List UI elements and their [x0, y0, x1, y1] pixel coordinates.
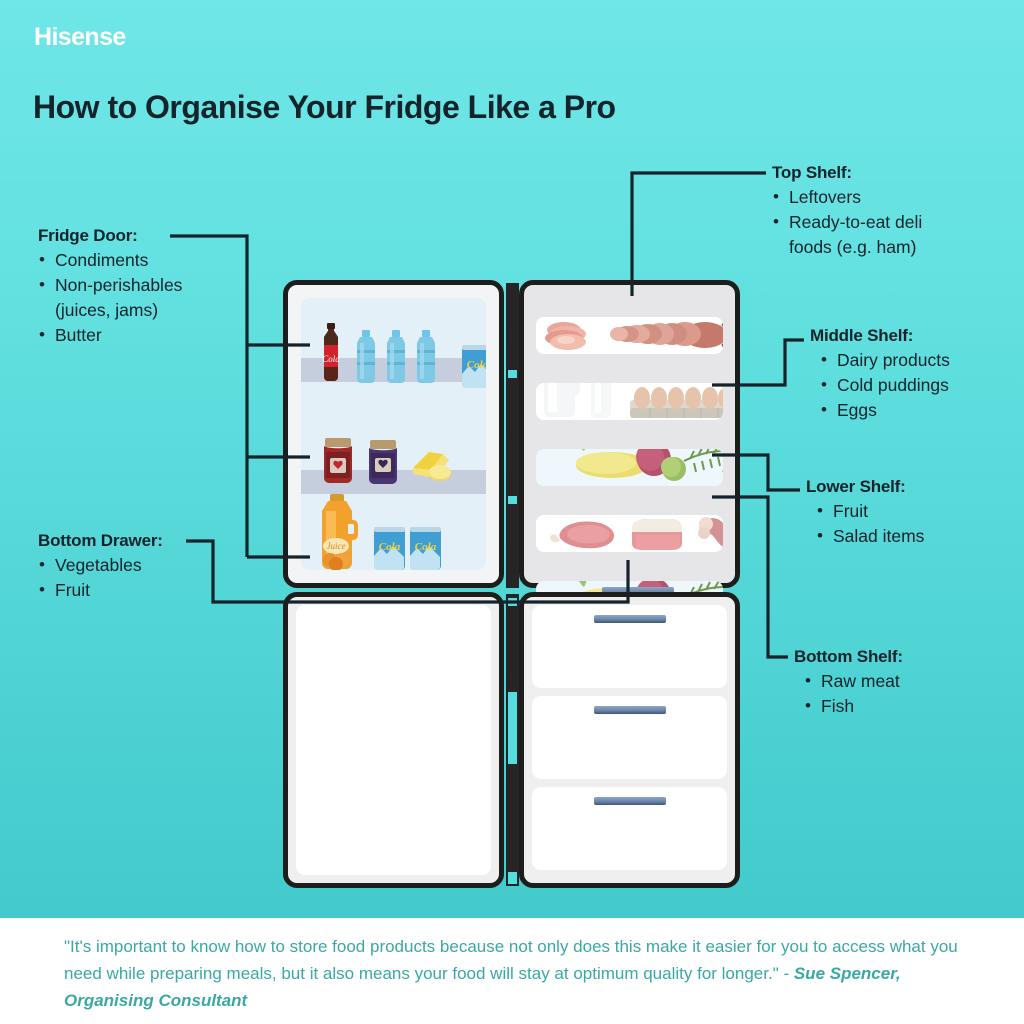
- freezer-drawer-stack: [519, 592, 740, 888]
- cola-can-icon: Cola: [462, 345, 486, 388]
- annotation-middle-shelf-heading: Middle Shelf:: [810, 326, 914, 345]
- water-bottle-icon: [417, 330, 435, 383]
- annotation-bottom-drawer: Bottom Drawer: Vegetables Fruit: [38, 531, 163, 603]
- footer-quote: "It's important to know how to store foo…: [64, 933, 976, 1014]
- annotation-lower-shelf: Lower Shelf: Fruit Salad items: [806, 477, 924, 549]
- jam-jar-red-icon: [324, 438, 352, 483]
- juice-bottle-icon: Juice: [322, 494, 358, 570]
- list-item: Fruit: [38, 577, 163, 603]
- list-item: Vegetables: [38, 552, 163, 578]
- hinge-joint-1: [508, 370, 517, 378]
- freezer-left-door[interactable]: [283, 592, 504, 888]
- sliced-ham-icon: [545, 322, 586, 350]
- raw-steak-icon: [550, 521, 615, 549]
- jam-jar-purple-icon: [369, 440, 397, 484]
- annotation-bottom-shelf-list: Raw meat Fish: [804, 668, 903, 719]
- annotation-top-shelf-heading: Top Shelf:: [772, 163, 852, 182]
- footer-bar: "It's important to know how to store foo…: [0, 918, 1024, 1024]
- freezer-drawer-3[interactable]: [532, 787, 727, 870]
- list-item: Salad items: [816, 523, 924, 549]
- annotation-bottom-shelf-heading: Bottom Shelf:: [794, 647, 903, 666]
- annotation-fridge-door: Fridge Door: Condiments Non-perishables …: [38, 226, 182, 348]
- list-item: Fruit: [816, 498, 924, 524]
- compartment-middle-shelf: [536, 383, 723, 420]
- cola-bottle-icon: Cola: [322, 323, 340, 381]
- annotation-bottom-drawer-list: Vegetables Fruit: [38, 552, 163, 603]
- annotation-lower-shelf-heading: Lower Shelf:: [806, 477, 906, 496]
- annotation-fridge-door-list: Condiments Non-perishables (juices, jams…: [38, 247, 182, 348]
- list-item: foods (e.g. ham): [789, 237, 917, 257]
- hisense-logo: Hisense: [34, 23, 126, 51]
- annotation-fridge-door-heading: Fridge Door:: [38, 226, 138, 245]
- egg-carton-icon: [630, 387, 723, 418]
- list-item: Ready-to-eat deli: [772, 209, 922, 235]
- hinge-joint-5: [508, 872, 517, 884]
- cola-can-icon: Cola: [410, 527, 441, 570]
- svg-text:Cola: Cola: [322, 354, 340, 364]
- leader-top-shelf: [630, 171, 766, 296]
- vegetables-fruit-icon: [576, 449, 723, 481]
- list-item: (juices, jams): [55, 300, 159, 320]
- annotation-top-shelf: Top Shelf: Leftovers Ready-to-eat deli f…: [772, 163, 922, 260]
- fridge-compartment-panel[interactable]: [519, 280, 740, 621]
- fridge-hinge-upper: [506, 283, 519, 588]
- list-item: Raw meat: [804, 668, 903, 694]
- footer-quote-text: "It's important to know how to store foo…: [64, 937, 958, 983]
- freezer-drawer-1[interactable]: [532, 605, 727, 688]
- crisper-drawer-handle[interactable]: [602, 587, 674, 596]
- freezer-drawer-2-handle[interactable]: [593, 706, 666, 714]
- annotation-lower-shelf-list: Fruit Salad items: [816, 498, 924, 549]
- list-item: Butter: [38, 322, 182, 348]
- salami-icon: [610, 322, 723, 348]
- list-item: Non-perishables: [38, 272, 182, 298]
- hinge-joint-4: [508, 692, 517, 764]
- svg-text:Juice: Juice: [327, 541, 346, 551]
- freezer-left-door-face: [296, 605, 491, 875]
- compartment-bottom-shelf: [536, 515, 723, 552]
- annotation-bottom-drawer-heading: Bottom Drawer:: [38, 531, 163, 550]
- butter-icon: [413, 452, 451, 481]
- annotation-middle-shelf-list: Dairy products Cold puddings Eggs: [820, 347, 950, 423]
- compartment-top-shelf: [536, 317, 723, 354]
- milk-jug-icon: [544, 383, 580, 417]
- list-item: Eggs: [820, 397, 950, 423]
- water-bottle-icon: [357, 330, 375, 383]
- list-item: Dairy products: [820, 347, 950, 373]
- freezer-drawer-1-handle[interactable]: [593, 615, 666, 623]
- cola-can-icon: Cola: [374, 527, 405, 570]
- svg-text:Cola: Cola: [379, 541, 401, 553]
- freezer-drawer-3-handle[interactable]: [593, 797, 666, 805]
- list-item: Fish: [804, 693, 903, 719]
- list-item: Leftovers: [772, 184, 922, 210]
- hinge-joint-2: [508, 496, 517, 504]
- raw-drumstick-icon: [698, 517, 723, 547]
- compartment-lower-shelf: [536, 449, 723, 486]
- fridge-door-panel[interactable]: Cola: [283, 280, 504, 588]
- footer-quote-attribution: Sue Spencer, Organising Consultant: [64, 964, 901, 1010]
- page-title: How to Organise Your Fridge Like a Pro: [33, 89, 616, 126]
- water-bottle-icon: [387, 330, 405, 383]
- svg-text:Cola: Cola: [415, 541, 437, 553]
- annotation-middle-shelf: Middle Shelf: Dairy products Cold puddin…: [810, 326, 950, 423]
- milk-bottle-icon: [591, 383, 611, 418]
- annotation-bottom-shelf: Bottom Shelf: Raw meat Fish: [794, 647, 903, 719]
- annotation-top-shelf-list: Leftovers Ready-to-eat deli foods (e.g. …: [772, 184, 922, 260]
- fridge-door-interior: Cola: [301, 298, 486, 570]
- list-item: Condiments: [38, 247, 182, 273]
- raw-pork-icon: [632, 519, 682, 550]
- hinge-joint-3: [508, 598, 517, 606]
- svg-text:Cola: Cola: [467, 359, 486, 371]
- list-item: Cold puddings: [820, 372, 950, 398]
- freezer-drawer-2[interactable]: [532, 696, 727, 779]
